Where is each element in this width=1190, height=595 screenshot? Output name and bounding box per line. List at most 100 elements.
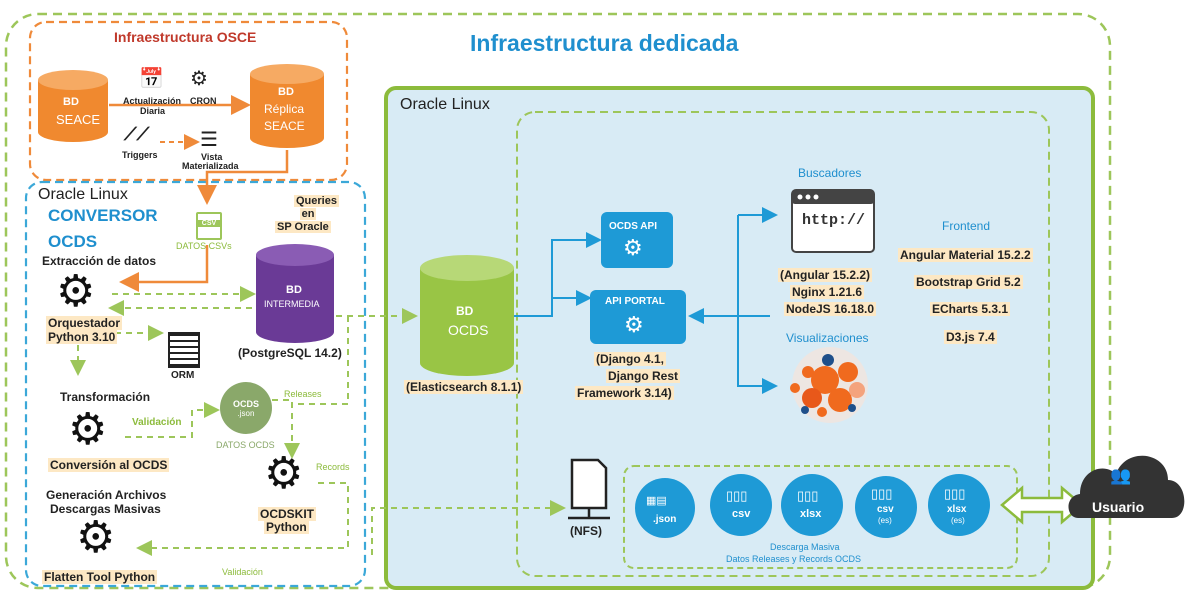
download-xlsx-es-icon: ▯▯▯ xyxy=(944,486,966,501)
frontend-item-1: Angular Material 15.2.2 xyxy=(898,248,1033,262)
transformacion-label: Transformación xyxy=(60,390,151,404)
download-csv-label[interactable]: csv xyxy=(732,508,751,520)
flatten-gear-icon: ⚙ xyxy=(76,513,116,562)
ocds-api-gear-icon: ⚙ xyxy=(623,235,643,260)
nfs-icon xyxy=(568,458,610,520)
vista-label-1: Vista xyxy=(201,152,223,162)
buscadores-label: Buscadores xyxy=(798,166,862,180)
validacion-label-2: Validación xyxy=(222,567,263,577)
bd-replica-label-3: SEACE xyxy=(264,119,305,133)
oracle-linux-right-title: Oracle Linux xyxy=(400,96,490,113)
descarga-label-1: Descarga Masiva xyxy=(770,542,840,552)
postgres-label: (PostgreSQL 14.2) xyxy=(238,346,342,360)
cron-label: CRON xyxy=(190,96,217,106)
download-json-label[interactable]: .json xyxy=(653,514,677,525)
stack-label-2: Nginx 1.21.6 xyxy=(790,285,865,299)
descarga-label-2: Datos Releases y Records OCDS xyxy=(726,554,862,564)
actualizacion-label-2: Diaria xyxy=(140,106,166,116)
queries-label-2: en xyxy=(299,208,317,220)
user-cloud xyxy=(1068,455,1185,518)
records-label: Records xyxy=(316,462,350,472)
django-label-3: Framework 3.14) xyxy=(575,386,674,400)
validacion-label-1: Validación xyxy=(132,417,182,428)
frontend-item-3: ECharts 5.3.1 xyxy=(930,302,1011,316)
actualizacion-label-1: Actualización xyxy=(123,96,182,106)
usuario-label: Usuario xyxy=(1092,499,1145,515)
bd-ocds-cylinder xyxy=(420,255,514,376)
queries-label-3: SP Oracle xyxy=(275,221,331,233)
queries-label-1: Queries xyxy=(294,195,339,207)
download-xlsx-label[interactable]: xlsx xyxy=(800,508,822,520)
stack-label-3: NodeJS 16.18.0 xyxy=(784,302,877,316)
users-icon: 👥 xyxy=(1110,466,1132,485)
download-circles xyxy=(635,474,990,538)
orm-table-icon xyxy=(168,332,200,368)
bd-ocds-label-2: OCDS xyxy=(448,322,489,338)
download-xlsx-es-label[interactable]: xlsx xyxy=(947,504,967,515)
oracle-linux-left-title: Oracle Linux xyxy=(38,186,128,203)
api-portal-box xyxy=(590,290,686,344)
nfs-label: (NFS) xyxy=(570,524,602,538)
ocds-json-icon: OCDS .json xyxy=(220,382,272,434)
download-csv-icon: ▯▯▯ xyxy=(726,488,748,503)
conversion-label: Conversión al OCDS xyxy=(48,458,170,472)
orquestador-label-1: Orquestador xyxy=(46,316,123,330)
server-frame xyxy=(384,86,1095,590)
frontend-item-4: D3.js 7.4 xyxy=(944,330,997,344)
visualization-icon xyxy=(790,347,868,423)
bd-ocds-label-1: BD xyxy=(456,304,474,318)
elasticsearch-label: (Elasticsearch 8.1.1) xyxy=(404,380,524,394)
datos-csvs-label: DATOS CSVs xyxy=(176,241,232,251)
visualizaciones-label: Visualizaciones xyxy=(786,331,869,345)
ocdskit-label-1: OCDSKIT xyxy=(258,507,316,521)
calendar-icon: 📅 xyxy=(139,68,164,90)
download-csv-es-icon: ▯▯▯ xyxy=(871,486,893,501)
bd-intermedia-label-1: BD xyxy=(286,284,302,296)
api-portal-gear-icon: ⚙ xyxy=(624,312,644,337)
vista-label-2: Materializada xyxy=(182,161,239,171)
downloads-frame xyxy=(623,465,1018,569)
ocds-api-box xyxy=(601,212,673,268)
datos-ocds-label: DATOS OCDS xyxy=(216,440,275,450)
django-label-1: (Django 4.1, xyxy=(594,352,667,366)
stack-label-1: (Angular 15.2.2) xyxy=(778,268,873,282)
generacion-label-2: Descargas Masivas xyxy=(50,502,161,516)
http-icon xyxy=(791,189,875,253)
orm-label: ORM xyxy=(171,370,195,381)
download-xlsx-es-sub: (es) xyxy=(951,516,965,525)
osce-title: Infraestructura OSCE xyxy=(114,29,257,45)
bd-replica-label-1: BD xyxy=(278,86,294,98)
bd-intermedia-cylinder xyxy=(256,244,334,343)
triggers-label: Triggers xyxy=(122,150,158,160)
bd-seace-cylinder xyxy=(38,70,108,142)
conversor-title-2: OCDS xyxy=(48,232,98,251)
api-portal-label: API PORTAL xyxy=(605,296,665,307)
download-xlsx-icon: ▯▯▯ xyxy=(797,488,819,503)
cron-icon: ⚙ xyxy=(190,68,208,90)
ocdskit-gear-icon: ⚙ xyxy=(264,449,304,498)
bd-seace-label-2: SEACE xyxy=(56,112,101,127)
http-icon-label: http:// xyxy=(802,212,866,229)
ocdskit-label-2: Python xyxy=(264,520,309,534)
download-csv-es-label[interactable]: csv xyxy=(877,504,894,515)
bd-replica-label-2: Réplica xyxy=(264,102,305,116)
vista-icon: ☰ xyxy=(200,129,218,151)
ocds-api-label: OCDS API xyxy=(609,221,657,232)
orquestador-label-2: Python 3.10 xyxy=(46,330,118,344)
generacion-label-1: Generación Archivos xyxy=(46,488,167,502)
conversor-title-1: CONVERSOR xyxy=(48,206,158,225)
bd-intermedia-label-2: INTERMEDIA xyxy=(264,299,320,309)
extraccion-label: Extracción de datos xyxy=(42,254,157,268)
main-title: Infraestructura dedicada xyxy=(470,30,739,56)
download-csv-es-sub: (es) xyxy=(878,516,892,525)
triggers-icon: ⟋⟋ xyxy=(124,124,150,144)
releases-label: Releases xyxy=(284,389,322,399)
frontend-title: Frontend xyxy=(942,219,991,233)
app-frame xyxy=(516,111,1050,577)
bd-seace-label-1: BD xyxy=(63,96,79,108)
bd-replica-cylinder xyxy=(250,64,324,148)
django-label-2: Django Rest xyxy=(606,369,681,383)
osce-frame xyxy=(28,20,349,182)
orquestador-gear-icon: ⚙ xyxy=(56,267,96,316)
